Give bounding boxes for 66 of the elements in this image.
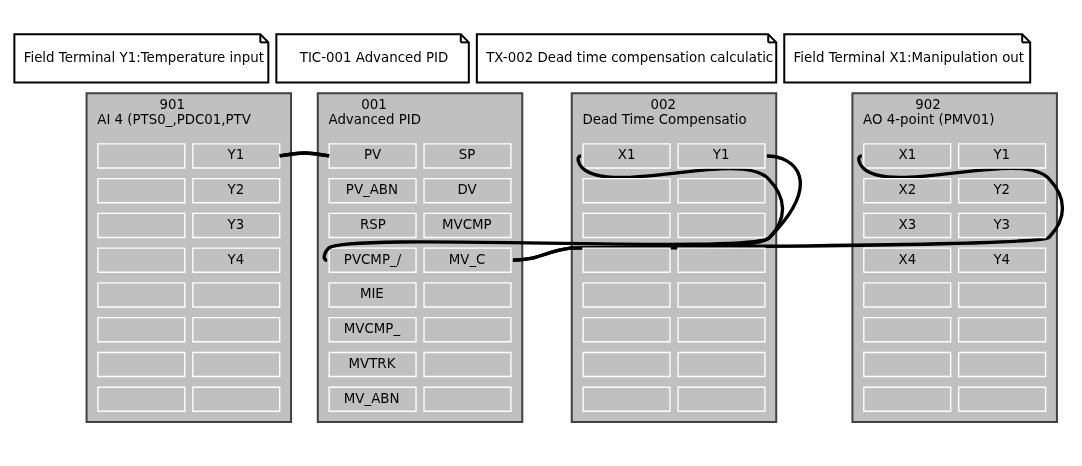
node-box <box>97 142 186 169</box>
node-box: MVCMP_ <box>328 316 417 342</box>
node-box <box>582 212 671 238</box>
node-box <box>958 281 1047 308</box>
node-box: MV_C <box>423 247 512 273</box>
node-box: X4 <box>863 247 952 273</box>
node-box: Y3 <box>958 212 1047 238</box>
node-box: SP <box>423 142 512 169</box>
node-box: Y3 <box>192 212 281 238</box>
node-box <box>582 281 671 308</box>
node-box: MV_ABN <box>328 386 417 412</box>
node-box <box>863 281 952 308</box>
node-box <box>677 281 766 308</box>
node-box <box>958 316 1047 342</box>
node-box: MVCMP <box>423 212 512 238</box>
node-box <box>97 177 186 203</box>
node-box: X1 <box>582 142 671 169</box>
node-box <box>863 316 952 342</box>
node-box: MVTRK <box>328 351 417 377</box>
node-box <box>97 281 186 308</box>
node-box <box>677 247 766 273</box>
node-box: X3 <box>863 212 952 238</box>
node-box: RSP <box>328 212 417 238</box>
node-box <box>192 351 281 377</box>
node-box <box>677 351 766 377</box>
node-box <box>582 351 671 377</box>
node-box <box>423 281 512 308</box>
node-box <box>423 351 512 377</box>
node-box: X2 <box>863 177 952 203</box>
node-box: DV <box>423 177 512 203</box>
node-box: MIE <box>328 281 417 308</box>
node-box <box>97 386 186 412</box>
node-box <box>677 316 766 342</box>
node-box: Y1 <box>677 142 766 169</box>
node-box <box>677 177 766 203</box>
connector <box>512 154 1065 262</box>
node-box: PVCMP_/ <box>328 247 417 273</box>
node-box: Y1 <box>958 142 1047 169</box>
connector <box>279 150 330 158</box>
node-box <box>423 316 512 342</box>
node-box: Y4 <box>958 247 1047 273</box>
node-box: X1 <box>863 142 952 169</box>
node-box <box>677 386 766 412</box>
node-box: PV_ABN <box>328 177 417 203</box>
node-box <box>582 177 671 203</box>
node-box: Y2 <box>192 177 281 203</box>
node-box <box>863 386 952 412</box>
node-box: Y2 <box>958 177 1047 203</box>
node-box <box>423 386 512 412</box>
node-box <box>97 247 186 273</box>
node-box <box>192 386 281 412</box>
node-box <box>97 351 186 377</box>
node-box <box>97 212 186 238</box>
node-box <box>677 212 766 238</box>
node-box <box>192 281 281 308</box>
node-box <box>863 351 952 377</box>
node-box <box>582 386 671 412</box>
node-box <box>192 316 281 342</box>
node-box <box>97 316 186 342</box>
node-box <box>582 316 671 342</box>
node-box: Y4 <box>192 247 281 273</box>
node-box <box>958 351 1047 377</box>
node-box <box>582 247 671 273</box>
node-box: Y1 <box>192 142 281 169</box>
node-box: PV <box>328 142 417 169</box>
node-box <box>958 386 1047 412</box>
